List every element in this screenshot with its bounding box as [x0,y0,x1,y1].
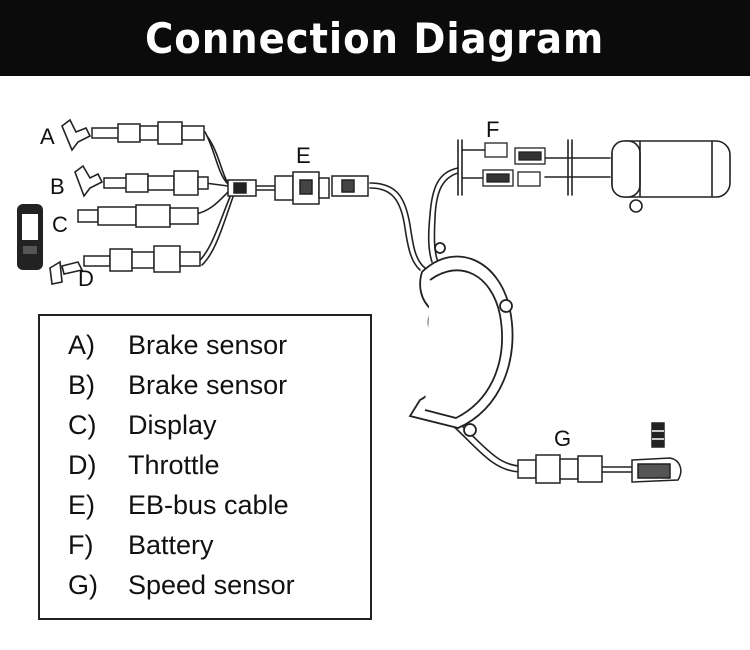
legend-label: Brake sensor [128,370,288,400]
cable-hub-icon [227,179,257,197]
legend-item-e: E) EB-bus cable [68,490,289,521]
throttle-icon [49,260,84,285]
legend-letter: F) [68,530,94,560]
cable-d-2 [201,193,235,266]
callout-e: E [296,143,311,168]
legend-letter: A) [68,330,95,360]
title-bar: Connection Diagram [0,0,750,76]
motor-housing-icon [408,242,514,437]
callout-c: C [52,212,68,237]
legend-item-b: B) Brake sensor [68,370,287,401]
connector-e-icon [274,171,369,205]
cable-e-motor [369,182,426,269]
brake-lever-a-icon [61,118,92,152]
legend-letter: B) [68,370,95,400]
legend-label: Display [128,410,217,440]
battery-connector-f-icon [482,142,546,187]
connector-d-icon [83,245,201,273]
display-unit-icon [17,204,43,270]
brake-lever-b-icon [74,164,104,198]
cable-f-motor-2 [433,172,459,263]
legend-item-f: F) Battery [68,530,214,561]
callout-g: G [554,426,572,451]
cable-e-motor-2 [369,187,421,271]
callout-a: A [40,124,55,149]
page-title: Connection Diagram [145,13,605,63]
callout-d: D [78,266,94,291]
legend-label: Battery [128,530,214,560]
legend-letter: G) [68,570,98,600]
connector-b-icon [103,170,209,196]
legend-item-a: A) Brake sensor [68,330,287,361]
legend-label: Throttle [128,450,220,480]
cable-motor-g-2 [451,424,521,473]
legend-label: EB-bus cable [128,490,289,520]
legend-label: Brake sensor [128,330,288,360]
callout-b: B [50,174,65,199]
cable-b [204,182,229,187]
callout-f: F [486,117,500,142]
legend-letter: E) [68,490,95,520]
speed-sensor-icon [631,422,682,483]
legend-box: A)Brake sensor B)Brake sensor C)Display … [38,314,372,620]
legend-label: Speed sensor [128,570,295,600]
legend-letter: D) [68,450,97,480]
connector-c-icon [77,204,199,228]
connector-g-icon [517,454,603,484]
cable-d [197,191,233,263]
connector-a-icon [91,121,205,145]
battery-pack-icon [611,140,731,213]
cable-f-motor [427,167,459,263]
legend-item-d: D) Throttle [68,450,220,481]
legend-item-g: G) Speed sensor [68,570,295,601]
legend-item-c: C) Display [68,410,217,441]
legend-letter: C) [68,410,97,440]
